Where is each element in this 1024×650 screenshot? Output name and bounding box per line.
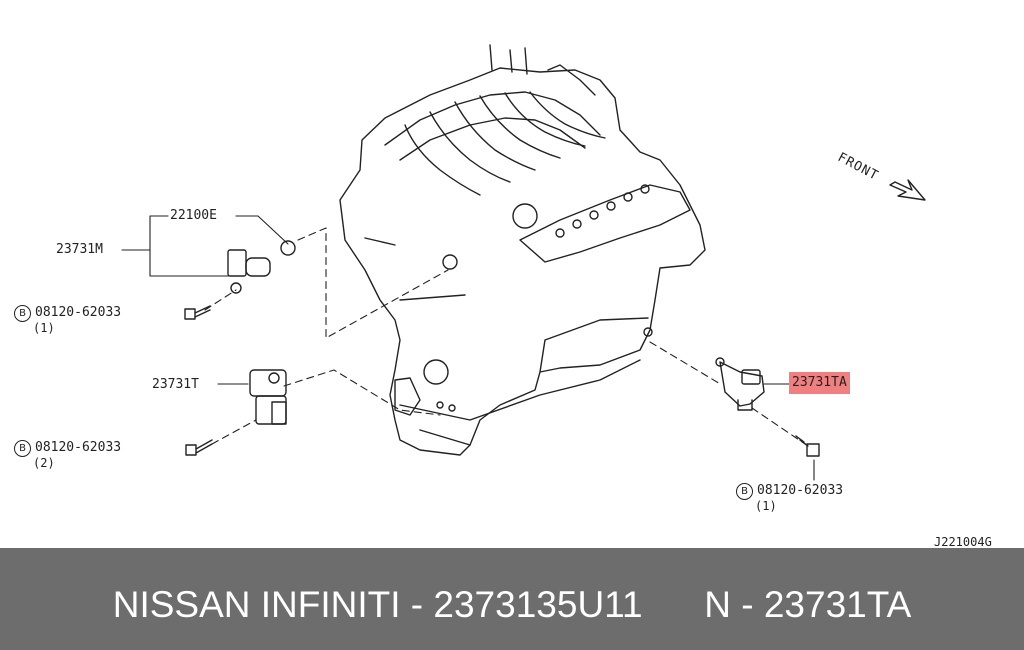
label-23731m: 23731M	[56, 242, 103, 257]
drawing-code: J221004G	[934, 535, 992, 549]
sensor-23731t	[249, 369, 287, 425]
bolt-symbol-1: B	[14, 305, 31, 322]
engine-drawing	[121, 44, 926, 481]
label-qty-2: (2)	[33, 456, 55, 470]
footer-part-number: NISSAN INFINITI - 2373135U11 N - 23731TA	[112, 584, 912, 625]
label-bolt-3: 08120-62033	[757, 483, 844, 498]
sensor-23731ta	[715, 357, 765, 411]
bolt-symbol-2: B	[14, 440, 31, 457]
engine-outline	[339, 67, 706, 456]
sensor-23731m	[227, 240, 296, 294]
front-arrow	[889, 179, 926, 201]
bolt-lower-left	[185, 439, 213, 456]
label-qty-1: (1)	[33, 321, 55, 335]
bolt-upper-left	[184, 305, 211, 320]
label-23731t: 23731T	[152, 377, 199, 392]
label-qty-3: (1)	[755, 499, 777, 513]
footer-bar: NISSAN INFINITI - 2373135U11 N - 23731TA	[0, 548, 1024, 650]
bolt-symbol-3: B	[736, 483, 753, 500]
label-23731ta-highlighted: 23731TA	[789, 372, 850, 394]
label-bolt-1: 08120-62033	[35, 305, 122, 320]
label-bolt-2: 08120-62033	[35, 440, 122, 455]
label-22100e: 22100E	[170, 208, 217, 223]
parts-diagram: 22100E 23731M B 08120-62033 (1) 23731T B…	[14, 44, 992, 549]
